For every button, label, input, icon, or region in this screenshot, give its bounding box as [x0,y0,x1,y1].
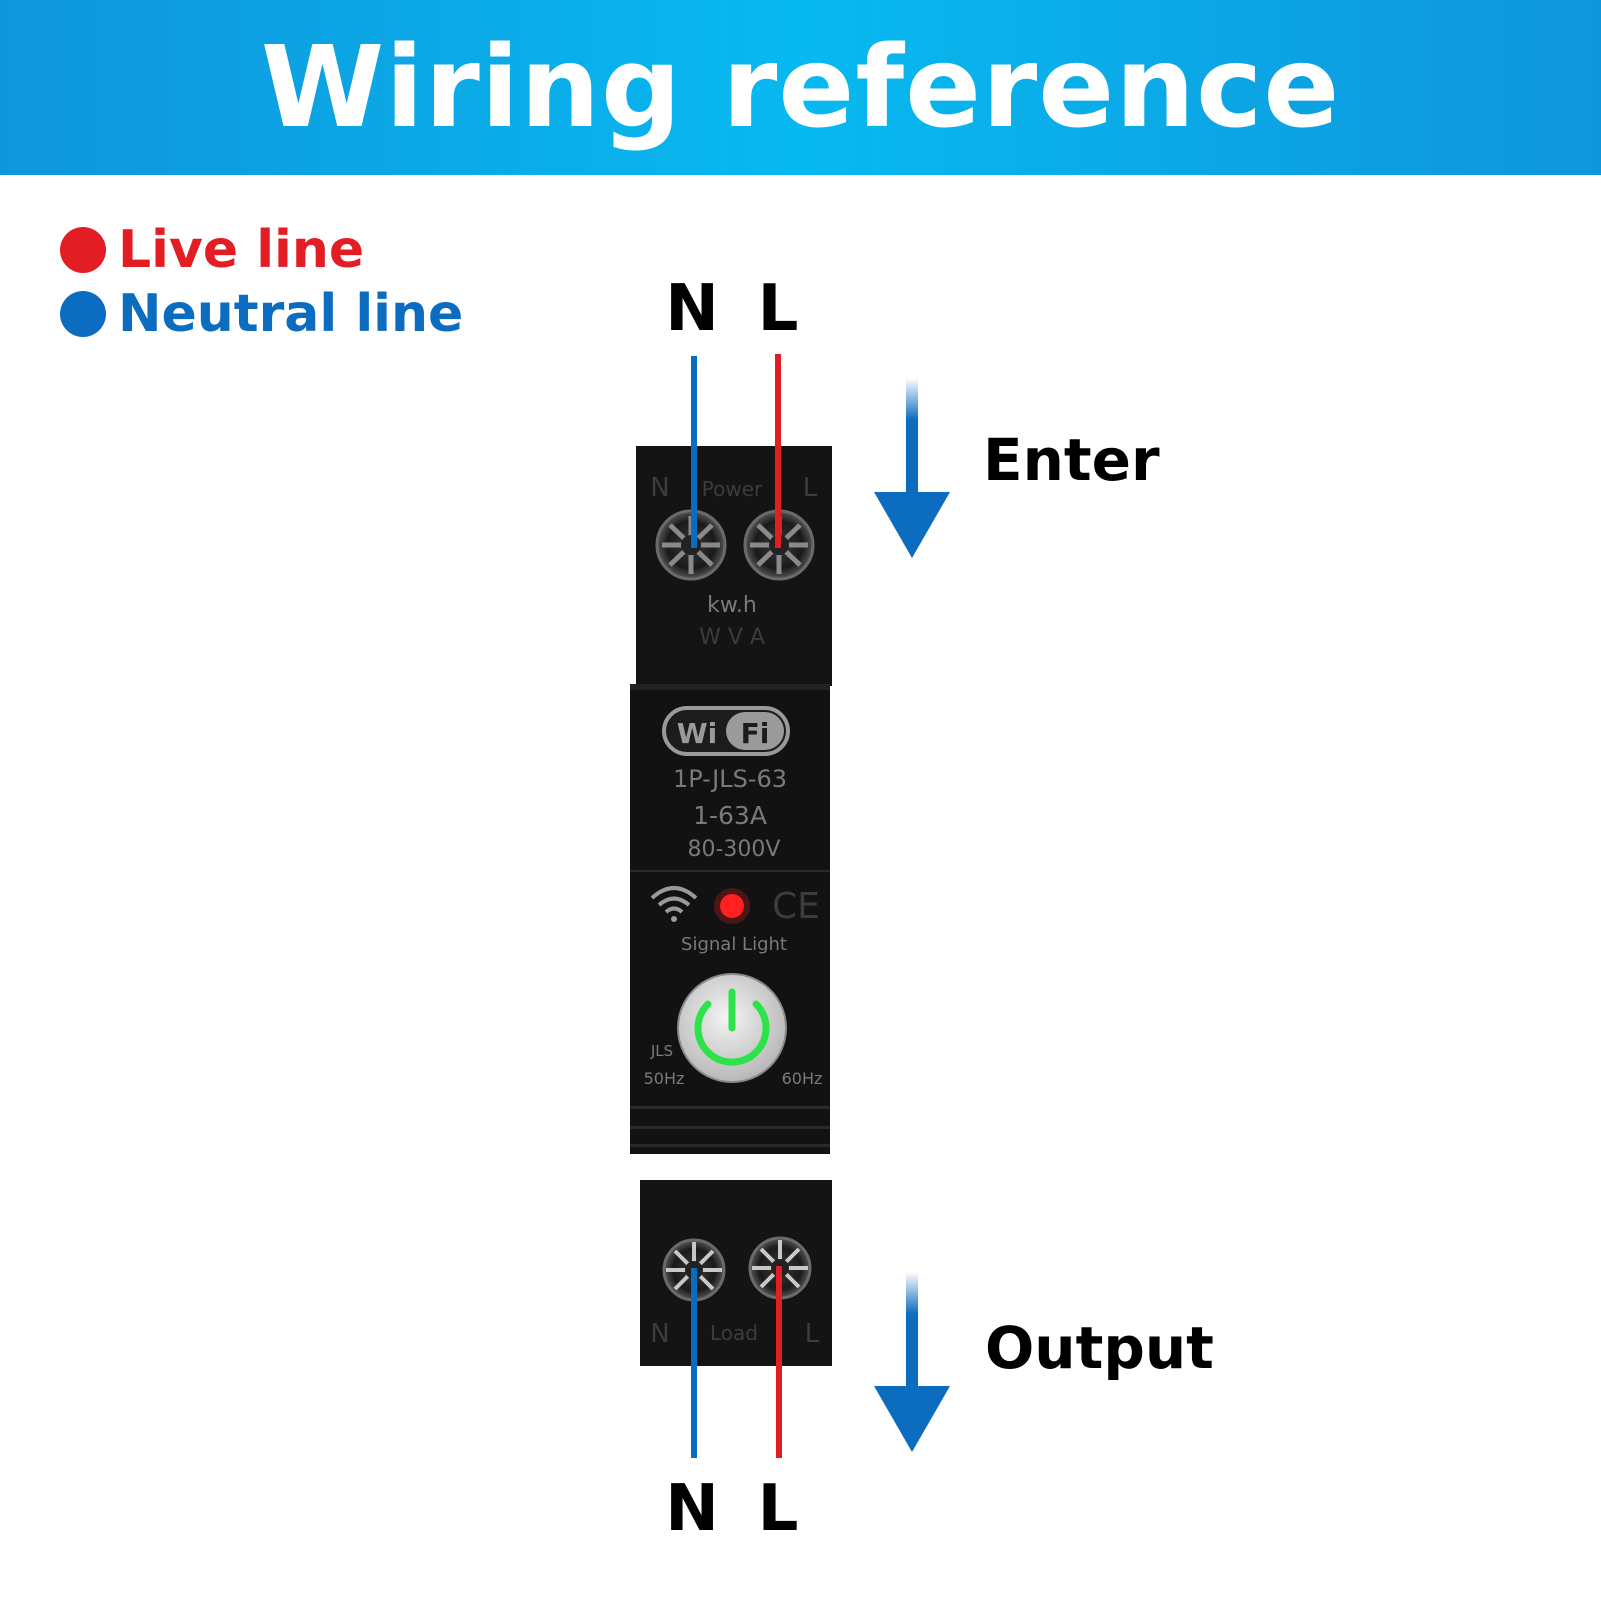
device-current: 1-63A [693,801,767,830]
device-bottom-load: Load [710,1321,758,1345]
smart-breaker-device: N Power L kw.h W V A Wi Fi 1P-JLS-63 1-6… [630,446,832,1366]
device-bottom-n: N [650,1319,669,1349]
output-arrow-icon [874,1272,950,1452]
hz60-label: 60Hz [782,1069,823,1088]
top-n-label: N [665,272,719,346]
enter-arrow-icon [874,378,950,558]
wifi-fi: Fi [741,717,770,750]
device-voltage: 80-300V [688,837,781,862]
power-button [677,973,787,1083]
legend-neutral-label: Neutral line [118,284,464,344]
legend: Live line Neutral line [60,218,463,346]
page-title: Wiring reference [260,22,1341,153]
jls-label: JLS [650,1042,673,1060]
header-banner: Wiring reference [0,0,1601,175]
neutral-dot-icon [60,291,106,337]
live-dot-icon [60,227,106,273]
top-l-label: L [758,272,799,346]
enter-label: Enter [983,426,1160,494]
wifi-wi: Wi [677,717,717,750]
signal-led-icon [720,894,744,918]
device-bottom-l: L [805,1319,820,1349]
device-top-power: Power [702,477,763,501]
output-label: Output [985,1314,1214,1382]
bottom-l-label: L [758,1472,799,1546]
legend-live-label: Live line [118,220,365,280]
hz50-label: 50Hz [644,1069,685,1088]
device-top-l: L [803,473,818,503]
device-indicators: W V A [699,625,765,650]
bottom-n-label: N [665,1472,719,1546]
wifi-signal-icon [650,886,698,922]
signal-light-label: Signal Light [681,934,787,955]
legend-live: Live line [60,218,463,282]
wifi-badge: Wi Fi [662,706,790,756]
ce-mark: CE [772,886,820,927]
power-icon [694,1000,770,1066]
legend-neutral: Neutral line [60,282,463,346]
device-model: 1P-JLS-63 [673,765,787,793]
device-top-n: N [650,473,669,503]
device-kwh: kw.h [707,593,757,618]
